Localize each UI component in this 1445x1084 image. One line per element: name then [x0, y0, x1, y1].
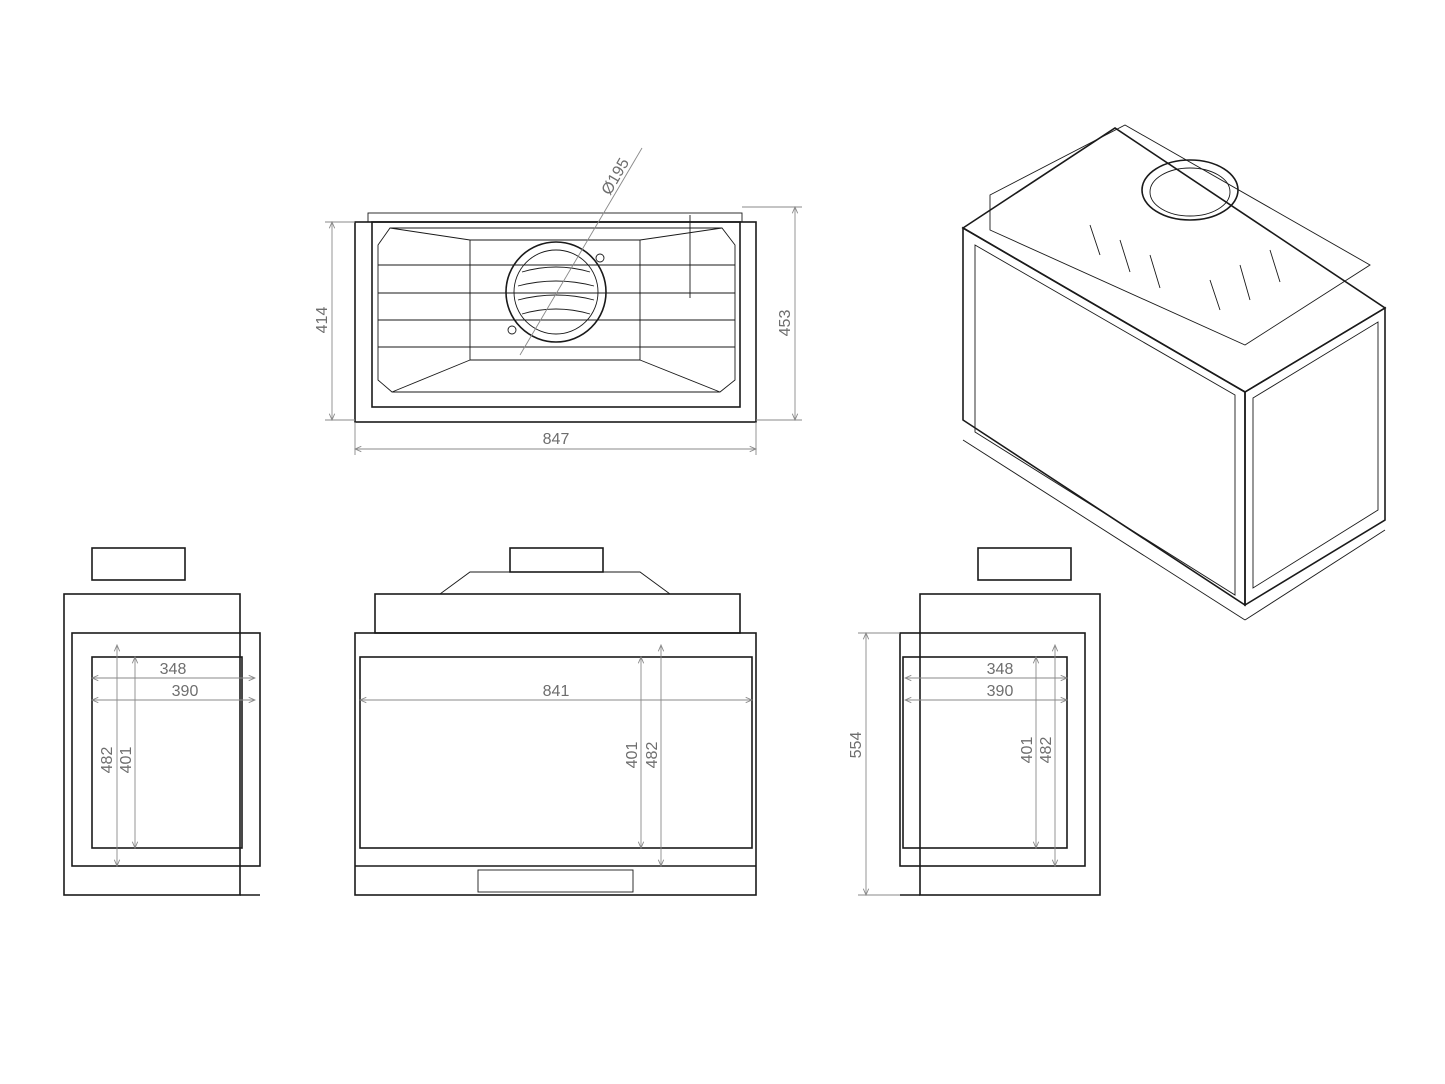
dim-glass-height-inner: 401	[118, 747, 135, 774]
isometric-view	[961, 124, 1387, 621]
dim-glass-height-outer: 482	[644, 742, 661, 769]
dim-glass-width-inner: 348	[160, 661, 187, 678]
dim-depth-inner: 414	[314, 307, 331, 334]
dim-glass-width-inner: 348	[987, 661, 1014, 678]
right-side-view: 554 348 390 401 482	[848, 547, 1101, 895]
dim-width: 847	[543, 431, 570, 448]
flue-collar	[505, 241, 607, 343]
dim-flue-diameter: Ø195	[599, 156, 633, 198]
dim-glass-width-outer: 390	[172, 683, 199, 700]
dim-glass-height-outer: 482	[99, 747, 116, 774]
dim-glass-height-inner: 401	[1019, 737, 1036, 764]
dim-glass-height-outer: 482	[1038, 737, 1055, 764]
left-side-view: 348 390 482 401	[63, 547, 261, 896]
dim-depth-outer: 453	[777, 310, 794, 337]
front-view: 841 401 482	[354, 547, 757, 896]
dim-total-height: 554	[848, 732, 865, 759]
dim-glass-width-outer: 390	[987, 683, 1014, 700]
dim-glass-height-inner: 401	[624, 742, 641, 769]
dim-glass-width: 841	[543, 683, 570, 700]
top-view: Ø195 414 453 847	[314, 147, 802, 455]
